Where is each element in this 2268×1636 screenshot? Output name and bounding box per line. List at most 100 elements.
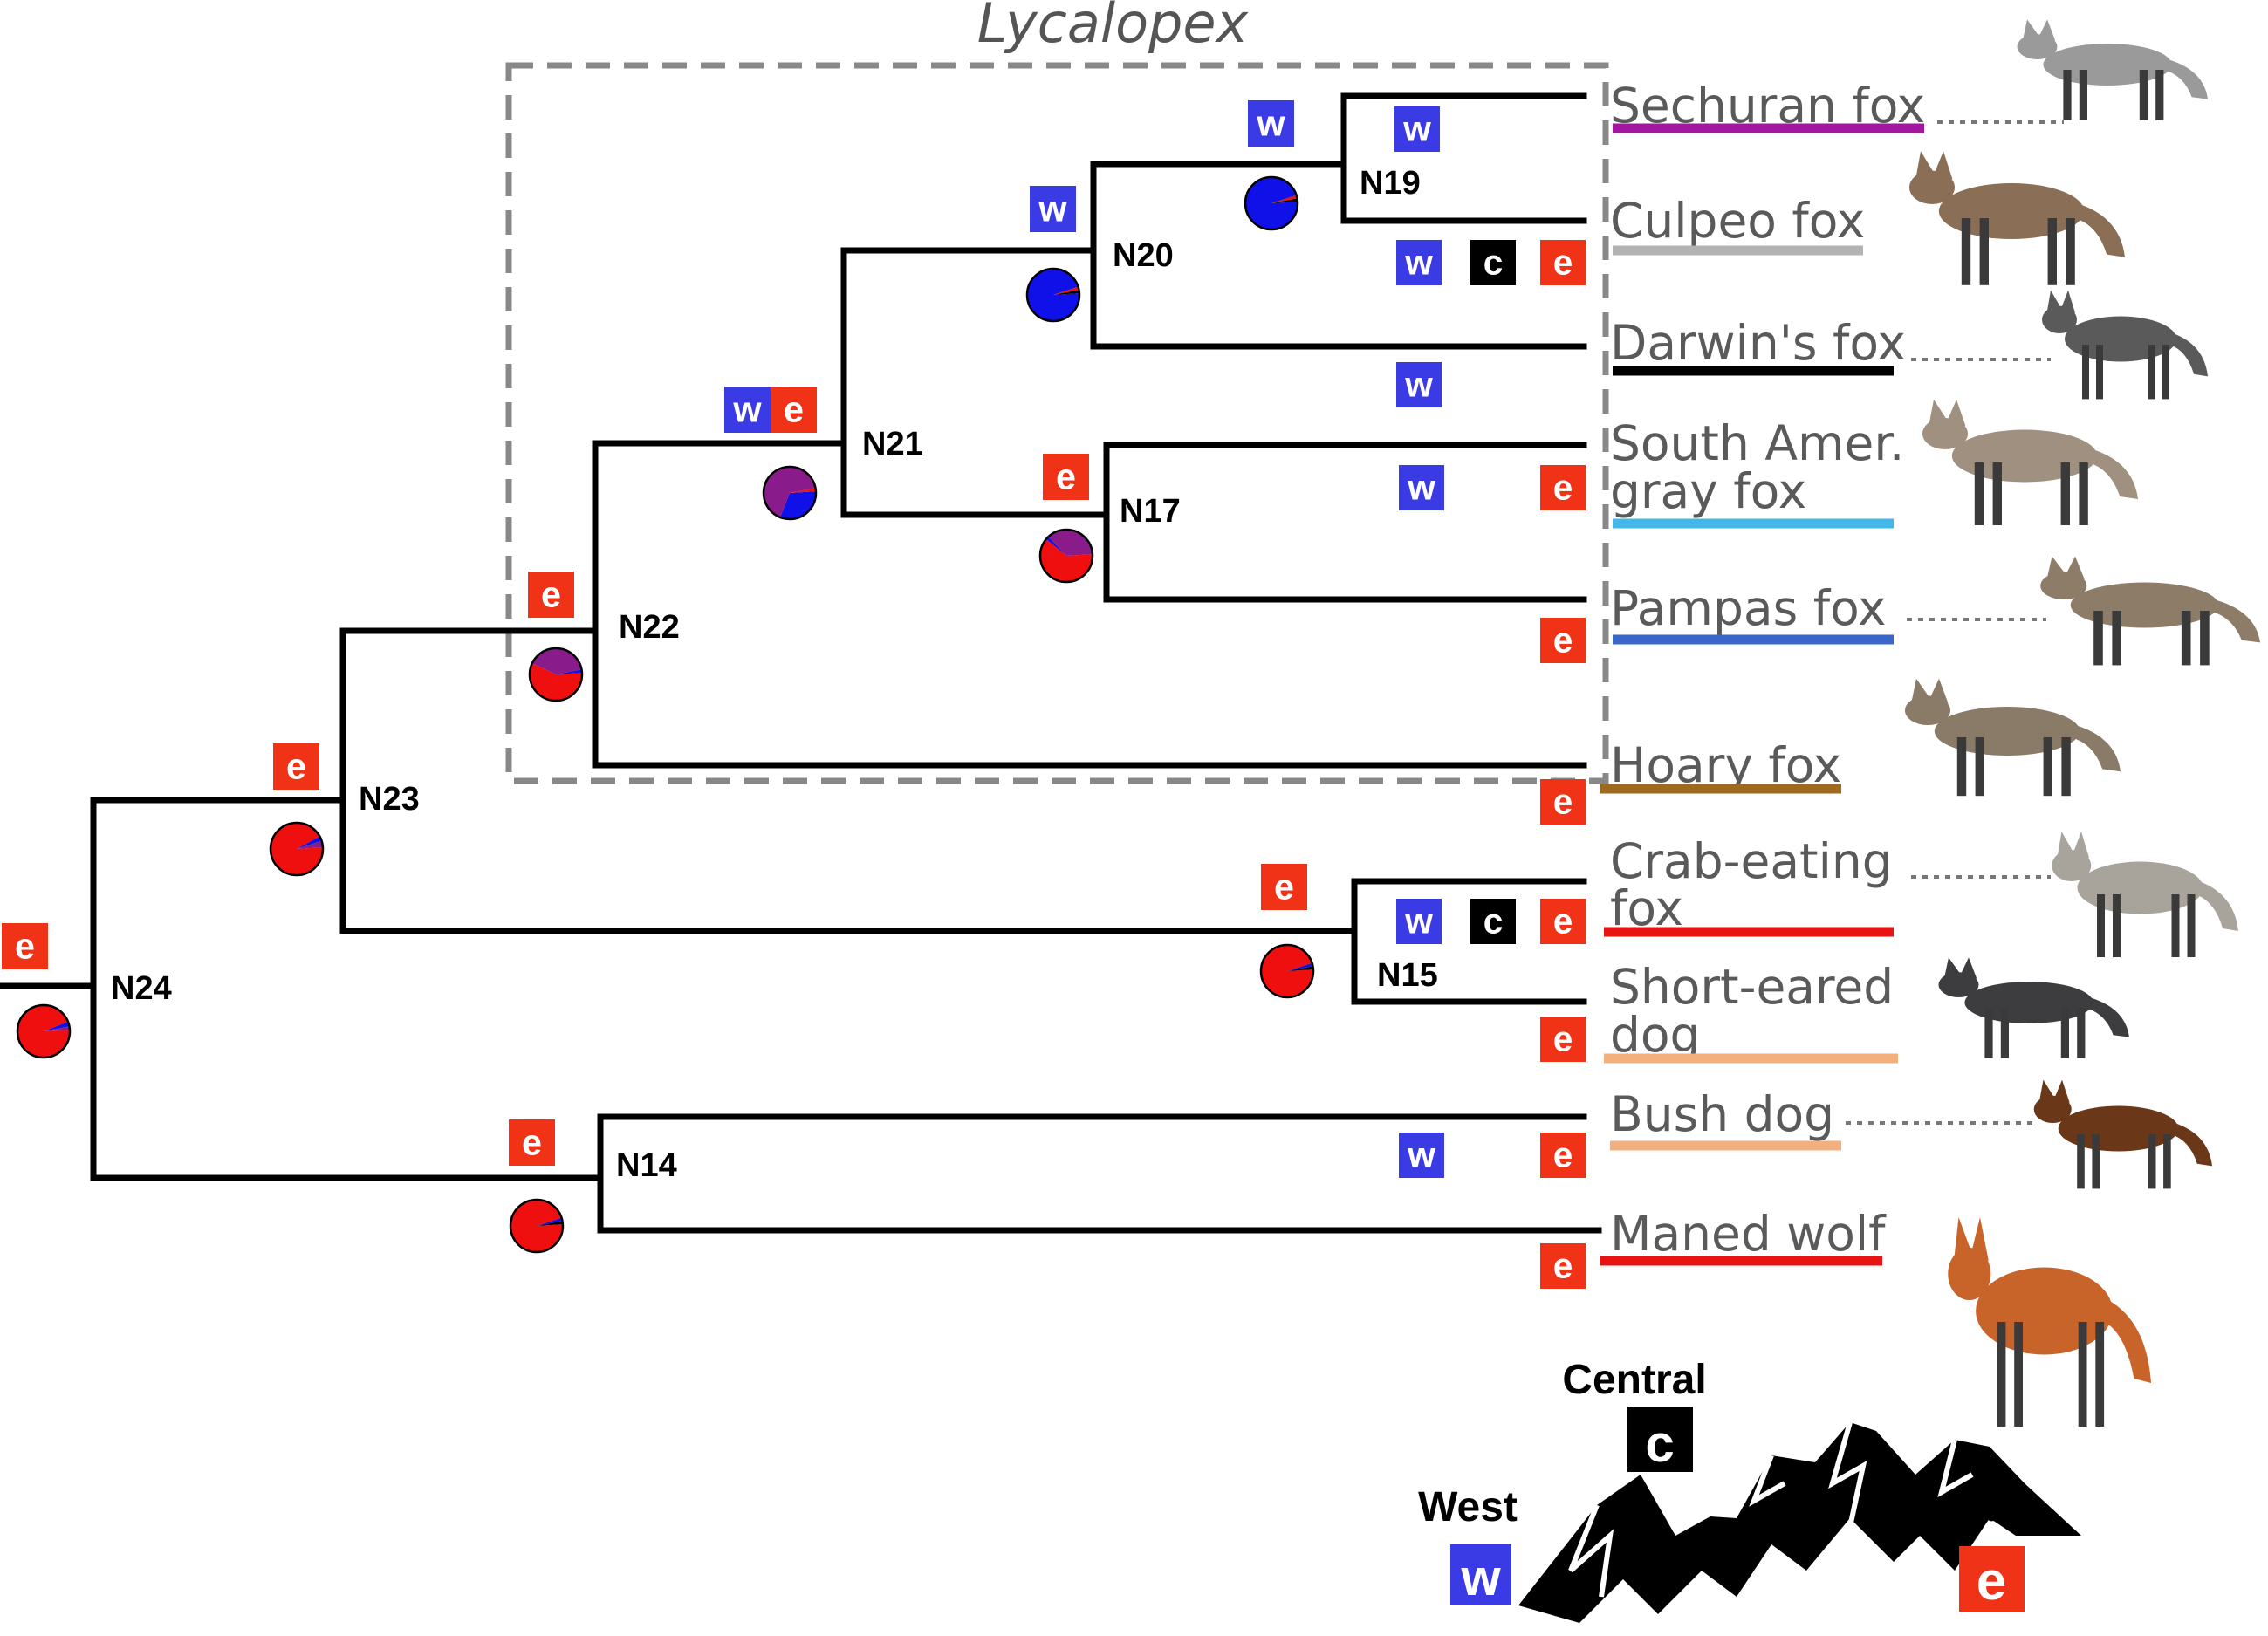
tip-state-culpeo-fox-c-fill	[1470, 240, 1516, 285]
pie-n22-west-slice	[556, 669, 582, 674]
branch-n14	[597, 1113, 1602, 1234]
pie-n14-west-slice	[537, 1217, 563, 1226]
pie-n22-east-slice	[530, 663, 582, 702]
tip-state-bush-dog-w-fill	[1399, 1133, 1444, 1178]
mountain-range-icon	[1518, 1421, 2081, 1623]
pie-n15-west-slice	[1287, 962, 1313, 971]
pie-n20-east-slice	[1053, 286, 1079, 295]
tip-label-short-eared-dog-line2: dog	[1610, 1007, 1700, 1063]
tip-state-crab-eating-fox-w-letter: w	[1404, 901, 1433, 941]
pie-n24-outline	[16, 1003, 72, 1059]
node-state-n14-e-letter: e	[522, 1122, 542, 1162]
tip-maned-wolf: Maned wolf	[1600, 1206, 1887, 1266]
tip-state-sechuran-fox-w-fill	[1394, 106, 1440, 152]
node-state-n20-w: w	[1030, 186, 1076, 232]
tip-hoary-fox: Hoary fox	[1600, 737, 1841, 794]
node-state-n23-e: e	[273, 743, 319, 790]
pie-n17	[1038, 528, 1094, 584]
lycalopex-clade: Lycalopex	[505, 0, 1609, 784]
node-state-n15-e-fill	[1261, 864, 1307, 910]
pie-n20-west-slice	[1027, 268, 1079, 321]
branch-n17	[1103, 442, 1587, 603]
node-state-n22-e-letter: e	[541, 574, 561, 614]
pie-n24	[16, 1003, 72, 1059]
pie-n15-outline	[1259, 943, 1315, 999]
legend-central-box	[1627, 1407, 1693, 1472]
tip-state-south-amer-gray-fox-e: e	[1540, 465, 1586, 510]
tip-state-maned-wolf-e: e	[1540, 1243, 1586, 1289]
tip-state-culpeo-fox-w-fill	[1396, 240, 1442, 285]
pie-n21-east-slice	[790, 488, 816, 493]
pie-n19-east-slice	[1271, 195, 1298, 203]
animal-silhouette-icon-culpeo-fox	[1909, 151, 2125, 285]
pie-n19	[1244, 175, 1299, 231]
legend-east-title: East	[1943, 1484, 2032, 1530]
node-state-n21-e: e	[771, 387, 817, 433]
animal-silhouette-icon-crab-eating-fox	[2052, 832, 2238, 957]
animal-silhouette-icon-sechuran-fox	[2017, 19, 2208, 120]
tip-state-culpeo-fox-w-letter: w	[1404, 243, 1433, 283]
tip-state-bush-dog-e-fill	[1540, 1133, 1586, 1178]
node-state-n22-e-fill	[528, 572, 574, 618]
clade-dashed-box	[505, 62, 1609, 784]
node-state-n19-w: w	[1248, 100, 1294, 147]
tip-state-crab-eating-fox-c: c	[1470, 899, 1516, 944]
animal-silhouette-icon-south-amer-gray-fox	[1922, 400, 2138, 525]
node-labels: N24 N23 N22 N21 N20 N19 N17 N15 N14	[111, 165, 1438, 1184]
node-label-n20: N20	[1113, 237, 1174, 274]
node-pie-charts	[16, 175, 1315, 1254]
pie-n21	[762, 465, 818, 521]
pie-n21-outline	[762, 465, 818, 521]
tip-label-crab-eating-fox-line2: fox	[1610, 880, 1683, 936]
tip-state-culpeo-fox-e-fill	[1540, 240, 1586, 285]
node-state-n21-w: w	[724, 387, 771, 433]
legend-west-letter: w	[1460, 1550, 1501, 1606]
tip-state-crab-eating-fox-w-fill	[1396, 899, 1442, 944]
pie-n22	[528, 647, 584, 702]
node-state-n14-e: e	[509, 1119, 555, 1166]
tip-state-darwin-s-fox-w-letter: w	[1404, 365, 1433, 405]
branch-n24	[90, 797, 604, 1181]
node-state-n24-e-fill	[2, 923, 48, 969]
tip-label-south-amer-gray-fox: South Amer.	[1610, 415, 1904, 471]
node-state-n21-e-fill	[771, 387, 817, 433]
tip-state-culpeo-fox-w: w	[1396, 240, 1442, 285]
node-state-n24-e: e	[2, 923, 48, 969]
region-legend: West w Central c East e	[1418, 1357, 2081, 1623]
legend-west: West w	[1418, 1484, 1518, 1606]
node-state-n23-e-fill	[273, 743, 319, 790]
node-state-n14-e-fill	[509, 1119, 555, 1166]
pie-n21-mixed-slice	[764, 467, 816, 517]
tip-label-culpeo-fox: Culpeo fox	[1610, 193, 1865, 249]
animal-silhouette-icon-short-eared-dog	[1938, 957, 2129, 1058]
tip-state-maned-wolf-e-fill	[1540, 1243, 1586, 1289]
pie-n23-mixed-slice	[297, 840, 323, 849]
tip-label-short-eared-dog: Short-eared	[1610, 959, 1894, 1015]
tip-state-culpeo-fox-e: e	[1540, 240, 1586, 285]
pie-n14-outline	[509, 1198, 565, 1254]
tip-label-bush-dog: Bush dog	[1610, 1086, 1834, 1142]
pie-n19-outline	[1244, 175, 1299, 231]
tip-label-crab-eating-fox: Crab-eating	[1610, 833, 1893, 889]
pie-n17-outline	[1038, 528, 1094, 584]
legend-east-letter: e	[1977, 1551, 2006, 1612]
pie-n23-west-slice	[297, 836, 322, 849]
tip-state-south-amer-gray-fox-w: w	[1399, 465, 1444, 510]
tip-pampas-fox: Pampas fox	[1610, 580, 2046, 645]
branch-n15	[1351, 878, 1587, 1005]
tip-state-hoary-fox-e-fill	[1540, 779, 1586, 825]
tip-state-darwin-s-fox-w-fill	[1396, 362, 1442, 407]
pie-n15	[1259, 943, 1315, 999]
legend-east-box	[1959, 1546, 2025, 1612]
pie-n20-outline	[1025, 267, 1081, 323]
pie-n14-central-slice	[537, 1221, 563, 1226]
pie-n15-central-slice	[1287, 966, 1313, 971]
animal-silhouette-icon-bush-dog	[2033, 1079, 2212, 1189]
tip-state-pampas-fox-e-letter: e	[1553, 620, 1573, 661]
node-state-n24-e-letter: e	[15, 926, 35, 966]
tip-state-culpeo-fox-c: c	[1470, 240, 1516, 285]
node-label-n19: N19	[1360, 165, 1421, 202]
pie-n20	[1025, 267, 1081, 323]
tip-label-pampas-fox: Pampas fox	[1610, 580, 1887, 636]
